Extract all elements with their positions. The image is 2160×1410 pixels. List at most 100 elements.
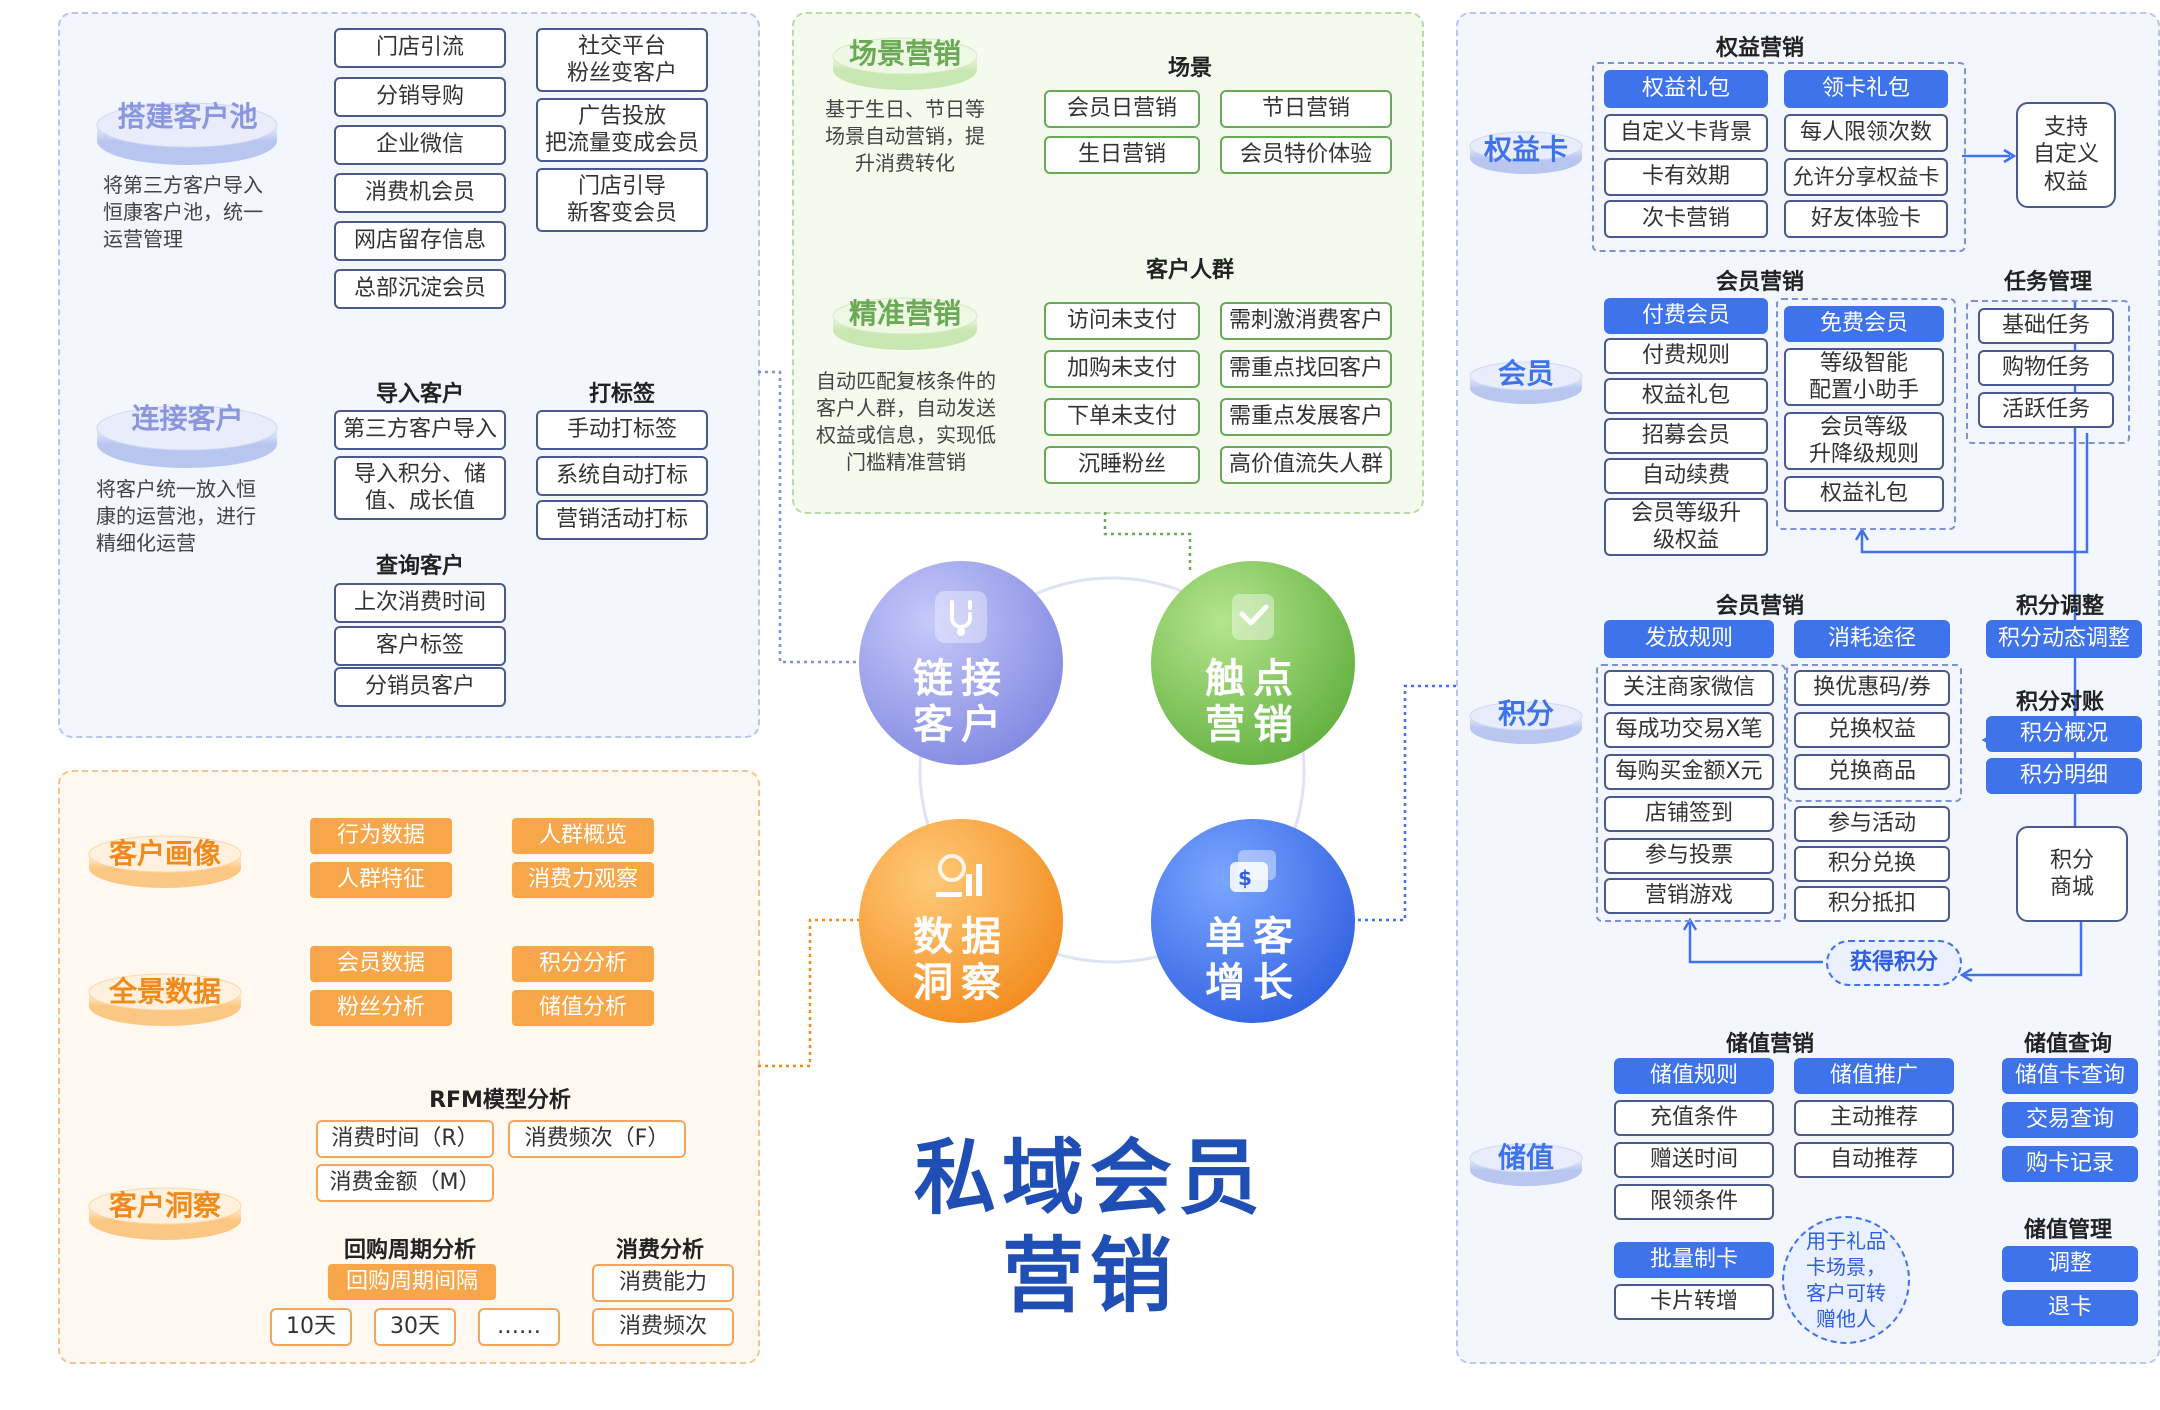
- paid-item: 付费会员: [1604, 298, 1768, 334]
- issue-header: 发放规则: [1604, 620, 1774, 658]
- line: 新客变会员: [566, 201, 677, 226]
- issue-item: 关注商家微信: [1604, 670, 1774, 706]
- task-header: 任务管理: [2003, 270, 2092, 295]
- issue-group: [1596, 664, 1786, 922]
- gift-note: 用于礼品卡场景，客户可转赠他人: [1782, 1216, 1910, 1344]
- pool-item: 门店引流: [334, 28, 506, 68]
- scene-item: 节日营销: [1220, 90, 1392, 128]
- card-item: 每人限领次数: [1784, 114, 1948, 152]
- task-item: 购物任务: [1978, 350, 2114, 386]
- query-item: 分销员客户: [334, 667, 506, 707]
- connect-desc-line: 将客户统一放入恒: [96, 477, 256, 501]
- rfm-item: 消费金额（M）: [316, 1164, 494, 1202]
- line: 把流量变成会员: [544, 131, 699, 156]
- issue-item: 每成功交易X笔: [1604, 712, 1774, 748]
- free-item: 免费会员: [1784, 306, 1944, 342]
- connect-pedestal: [96, 405, 278, 468]
- crowd-item: 下单未支付: [1044, 398, 1200, 436]
- import-item: 第三方客户导入: [334, 410, 506, 450]
- consume-path-group: [1786, 664, 1962, 802]
- line: 导入积分、储: [353, 461, 486, 487]
- card-group: [1592, 62, 1966, 252]
- card-item: 允许分享权益卡: [1784, 158, 1948, 196]
- circle-link-line: 客户: [913, 702, 1009, 748]
- repurchase-item: 30天: [374, 1308, 456, 1346]
- circle-touch[interactable]: 触点 营销: [1150, 560, 1356, 766]
- tag-item: 手动打标签: [536, 410, 708, 450]
- earn-points: 获得积分: [1826, 940, 1962, 986]
- pool-item-2: 广告投放把流量变成会员: [536, 98, 708, 162]
- consume-path-header: 消耗途径: [1794, 620, 1950, 658]
- query-item: 客户标签: [334, 626, 506, 666]
- query-item: 上次消费时间: [334, 583, 506, 623]
- free-item: 等级智能配置小助手: [1784, 348, 1944, 406]
- consume-path-item: 积分兑换: [1794, 846, 1950, 882]
- connect-label: 连接客户: [131, 402, 244, 435]
- line: 升降级规则: [1808, 442, 1919, 467]
- portrait-item: 人群概览: [512, 818, 654, 854]
- consume-path-item: 兑换商品: [1794, 754, 1950, 790]
- precise-desc-line: 权益或信息，实现低: [816, 423, 996, 447]
- line: 配置小助手: [1808, 378, 1919, 403]
- paid-item: 付费规则: [1604, 338, 1768, 374]
- line: 卡场景，: [1806, 1255, 1886, 1279]
- recon-header: 积分对账: [2015, 690, 2104, 715]
- panorama-item: 粉丝分析: [310, 990, 452, 1026]
- pool-item: 总部沉淀会员: [334, 269, 506, 309]
- precise-desc-line: 自动匹配复核条件的: [816, 369, 996, 393]
- free-item: 会员等级升降级规则: [1784, 412, 1944, 470]
- pool-item: 企业微信: [334, 125, 506, 165]
- crowd-item: 需刺激消费客户: [1220, 302, 1392, 340]
- consume-path-item: 积分抵扣: [1794, 886, 1950, 922]
- card-item: 卡有效期: [1604, 158, 1768, 196]
- rfm-item: 消费频次（F）: [508, 1120, 686, 1158]
- line: 支持: [2043, 114, 2088, 140]
- member-header: 会员营销: [1715, 270, 1804, 295]
- paid-item: 自动续费: [1604, 458, 1768, 494]
- task-item: 活跃任务: [1978, 392, 2114, 428]
- portrait-pedestal: [88, 835, 242, 888]
- circle-touch-line: 触点: [1205, 656, 1301, 702]
- scene-item: 生日营销: [1044, 136, 1200, 174]
- tag-item: 系统自动打标: [536, 456, 708, 496]
- scene-item: 会员特价体验: [1220, 136, 1392, 174]
- main-title-line: 私域会员: [913, 1131, 1266, 1226]
- pool-desc-line: 将第三方客户导入: [103, 173, 263, 197]
- stored-item: 限领条件: [1614, 1184, 1774, 1220]
- recon-item: 积分明细: [1986, 758, 2142, 794]
- svg-text:$: $: [1238, 866, 1260, 890]
- consume-path-item: 兑换权益: [1794, 712, 1950, 748]
- pool-desc: 将第三方客户导入 恒康客户池，统一 运营管理: [103, 172, 303, 253]
- crowd-item: 需重点找回客户: [1220, 350, 1392, 388]
- precise-desc-line: 客户人群，自动发送: [816, 396, 996, 420]
- portrait-item: 行为数据: [310, 818, 452, 854]
- line: 级权益: [1652, 528, 1719, 553]
- line: 广告投放: [577, 103, 666, 129]
- stored-batch: 卡片转增: [1614, 1284, 1774, 1320]
- crowd-item: 访问未支付: [1044, 302, 1200, 340]
- panorama-label: 全景数据: [108, 975, 221, 1008]
- line: 自定义: [2032, 142, 2099, 168]
- pool-desc-line: 运营管理: [103, 227, 183, 251]
- card-custom: 支持自定义权益: [2016, 102, 2116, 208]
- points-mall[interactable]: 积分商城: [2016, 826, 2128, 922]
- circle-link[interactable]: 链接 客户: [858, 560, 1064, 766]
- link-icon: [935, 591, 987, 643]
- card-item: 权益礼包: [1604, 70, 1768, 108]
- precise-label: 精准营销: [848, 297, 961, 330]
- main-title: 私域会员 营销: [870, 1130, 1310, 1327]
- adjust-item: 积分动态调整: [1986, 620, 2142, 658]
- line: 等级智能: [1819, 350, 1908, 376]
- task-group: [1966, 300, 2130, 444]
- pool-item-2: 社交平台粉丝变客户: [536, 28, 708, 92]
- circle-touch-line: 营销: [1205, 702, 1301, 748]
- scene-pedestal: [832, 37, 978, 90]
- connect-desc: 将客户统一放入恒 康的运营池，进行 精细化运营: [96, 476, 296, 557]
- crowd-item: 加购未支付: [1044, 350, 1200, 388]
- circle-data[interactable]: 数据 洞察: [858, 818, 1064, 1024]
- query-header: 查询客户: [375, 554, 464, 579]
- paid-item: 会员等级升级权益: [1604, 498, 1768, 556]
- circle-growth[interactable]: $ 单客 增长: [1150, 818, 1356, 1024]
- free-item: 权益礼包: [1784, 476, 1944, 512]
- crowd-item: 沉睡粉丝: [1044, 446, 1200, 484]
